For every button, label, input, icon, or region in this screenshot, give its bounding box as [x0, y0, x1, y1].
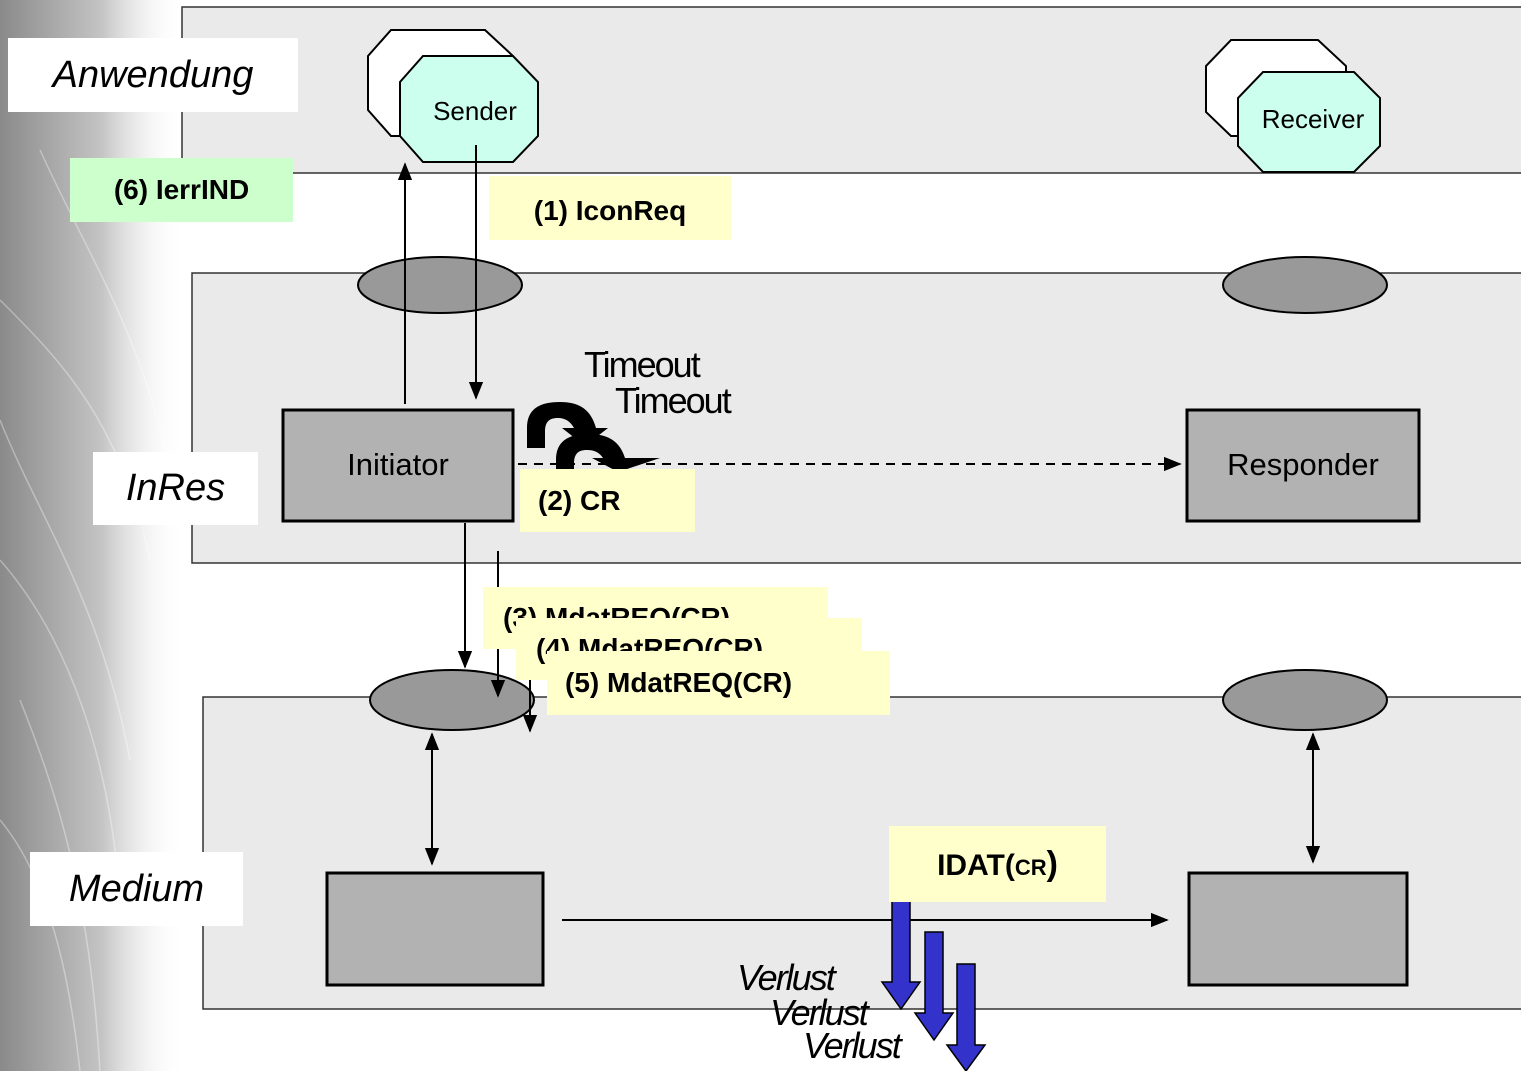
message-label-mdatreq-5: (5) MdatREQ(CR) — [547, 651, 890, 715]
sap-ellipse-medium-right — [1222, 669, 1388, 731]
idat-argument: CR — [1014, 855, 1047, 880]
sap-ellipse-inres-right — [1222, 256, 1388, 314]
responder-label: Responder — [1227, 447, 1379, 482]
loss-label-1: Verlust — [737, 957, 836, 998]
layer-label-inres: InRes — [93, 452, 258, 525]
message-label-iconreq: (1) IconReq — [489, 176, 731, 240]
timeout-label-2: Timeout — [615, 380, 732, 421]
loss-label-3: Verlust — [803, 1025, 902, 1066]
layer-label-application: Anwendung — [8, 38, 298, 112]
layer-label-medium: Medium — [30, 852, 243, 926]
idat-suffix: ) — [1046, 845, 1058, 883]
receiver-label: Receiver — [1261, 104, 1365, 134]
loss-arrows — [880, 900, 987, 1071]
initiator-label: Initiator — [347, 447, 449, 482]
loss-label-2: Verlust — [770, 992, 869, 1033]
medium-right-box — [1187, 871, 1409, 987]
sap-ellipse-medium-left — [369, 669, 535, 731]
idat-prefix: IDAT( — [937, 849, 1015, 882]
initiator-box — [281, 408, 515, 523]
message-label-ierrind: (6) IerrIND — [70, 158, 293, 222]
message-label-cr: (2) CR — [520, 469, 695, 532]
timeout-label-1: Timeout — [584, 344, 701, 385]
responder-box — [1185, 408, 1421, 523]
loss-arrow-1 — [880, 900, 922, 1011]
timeout-curved-arrow-2 — [556, 434, 660, 480]
sender-process-front — [399, 55, 539, 163]
loss-arrow-3 — [945, 963, 987, 1071]
loss-arrow-2 — [913, 931, 955, 1042]
sap-ellipse-inres-left — [357, 256, 523, 314]
medium-left-box — [325, 871, 545, 987]
sender-label: Sender — [433, 96, 517, 126]
receiver-process-front — [1237, 71, 1381, 173]
message-label-idat: IDAT(CR) — [889, 826, 1106, 902]
